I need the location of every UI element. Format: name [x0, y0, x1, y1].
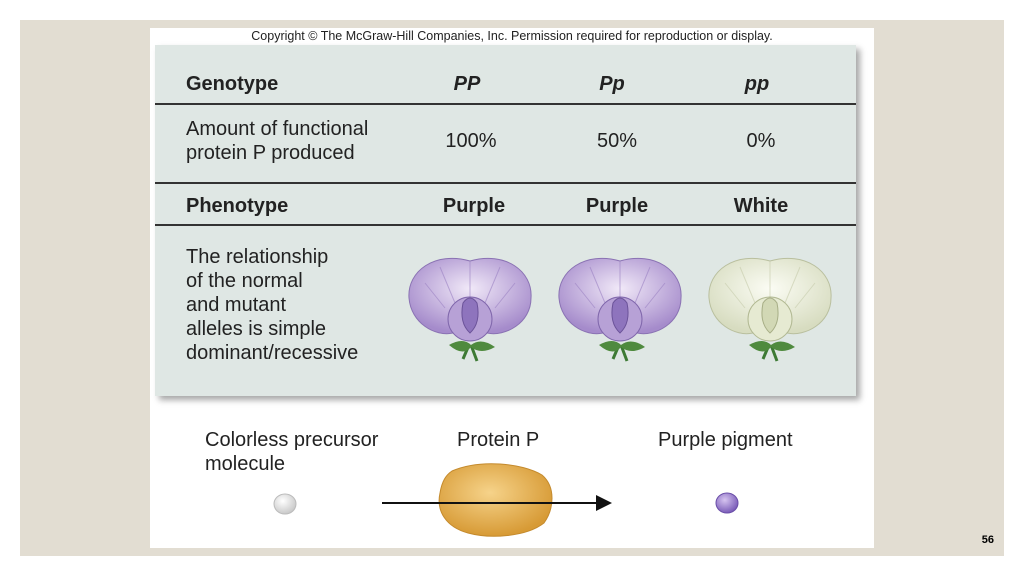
amount-label-line: Amount of functional [186, 118, 369, 140]
precursor-label-line: Colorless precursor [205, 429, 379, 451]
genotype-pp-upper: PP [453, 73, 481, 95]
copyright-notice: Copyright © The McGraw-Hill Companies, I… [251, 29, 773, 43]
genotype-label: Genotype [186, 73, 279, 95]
amount-pp-hetero: 50% [596, 130, 638, 152]
relationship-text: The relationship of the normal and mutan… [186, 245, 358, 365]
white-flower-image [708, 257, 832, 362]
protein-label: Protein P [457, 429, 540, 451]
relationship-line: The relationship [186, 246, 329, 268]
divider [155, 103, 856, 105]
relationship-line: dominant/recessive [186, 342, 359, 364]
pathway-diagram [273, 463, 739, 537]
purple-flower-image [558, 257, 682, 362]
divider [155, 182, 856, 184]
precursor-label: Colorless precursor molecule [205, 428, 378, 476]
amount-label-line: protein P produced [186, 142, 355, 164]
slide: Copyright © The McGraw-Hill Companies, I… [150, 28, 874, 548]
page-number: 56 [981, 534, 994, 546]
purple-flower-image [408, 257, 532, 362]
phenotype-pp-upper: Purple [442, 195, 506, 217]
precursor-label-line: molecule [205, 453, 286, 475]
phenotype-label: Phenotype [186, 195, 289, 217]
relationship-line: and mutant [186, 294, 287, 316]
phenotype-pp-lower: White [733, 195, 789, 217]
pigment-label: Purple pigment [658, 429, 793, 451]
protein-p-icon [438, 463, 553, 537]
amount-pp-upper: 100% [445, 130, 497, 152]
divider [155, 224, 856, 226]
arrow-icon [382, 495, 612, 511]
genotype-pp-hetero: Pp [599, 73, 625, 95]
genotype-pp-lower: pp [744, 73, 770, 95]
amount-label: Amount of functional protein P produced [186, 117, 368, 165]
phenotype-pp-hetero: Purple [585, 195, 649, 217]
genotype-table-panel: Genotype PP Pp pp Amount of functional p… [155, 45, 856, 396]
amount-pp-lower: 0% [746, 130, 776, 152]
precursor-molecule-icon [273, 493, 297, 515]
relationship-line: of the normal [186, 270, 303, 292]
purple-pigment-icon [715, 492, 739, 514]
relationship-line: alleles is simple [186, 318, 327, 340]
